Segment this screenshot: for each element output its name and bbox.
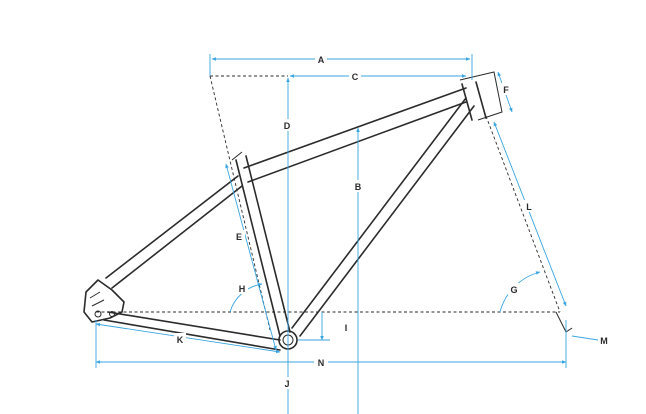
reference-lines xyxy=(96,75,573,333)
top-tube-lower xyxy=(247,101,467,183)
head-tube-right xyxy=(475,81,487,119)
label-l: L xyxy=(526,202,532,212)
label-m: M xyxy=(600,336,608,346)
dropout-bolt xyxy=(109,311,115,317)
head-tube-cap xyxy=(459,71,503,121)
head-tube-left xyxy=(461,83,473,121)
label-f: F xyxy=(503,85,509,95)
rear-axle xyxy=(94,310,102,318)
dim-m-line xyxy=(571,335,599,341)
seat-stay-upper xyxy=(105,175,239,279)
fork-offset-marker xyxy=(555,311,573,333)
dim-e-line xyxy=(225,163,277,351)
dimension-labels: A C D B F L E H G I K N J M xyxy=(174,53,608,389)
steering-axis-reference xyxy=(485,115,561,313)
rear-dropout xyxy=(83,279,125,323)
label-n: N xyxy=(318,358,325,368)
label-c: C xyxy=(352,72,359,82)
dimension-lines xyxy=(95,54,599,414)
dim-l-line xyxy=(493,121,567,307)
label-b: B xyxy=(355,182,362,192)
label-d: D xyxy=(284,121,291,131)
label-g: G xyxy=(510,285,517,295)
seat-tube-right xyxy=(245,155,291,333)
bike-frame xyxy=(83,71,503,351)
seat-tube-top xyxy=(231,151,243,161)
label-a: A xyxy=(318,55,325,65)
down-tube-lower xyxy=(299,105,475,337)
top-tube-upper xyxy=(243,87,467,169)
label-h: H xyxy=(239,284,246,294)
seat-stay-lower xyxy=(111,185,243,289)
dim-k-line xyxy=(95,322,281,354)
dropout-detail xyxy=(89,291,105,307)
label-j: J xyxy=(284,379,289,389)
down-tube-upper xyxy=(291,97,467,329)
label-k: K xyxy=(177,335,184,345)
label-e: E xyxy=(236,232,242,242)
label-i: I xyxy=(345,323,348,333)
